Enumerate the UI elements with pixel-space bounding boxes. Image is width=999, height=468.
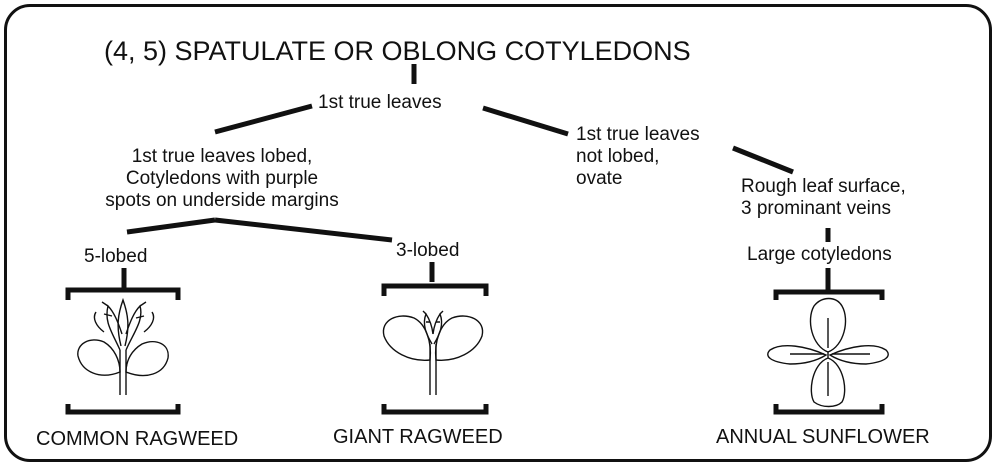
- three-lobed-label: 3-lobed: [396, 240, 459, 262]
- branch-lobed-line-2: Cotyledons with purple: [72, 168, 372, 190]
- common-ragweed-seedling-icon: [78, 300, 168, 395]
- branch-lobed-line-1: 1st true leaves lobed,: [72, 146, 372, 168]
- connector-notlobed-rough: [733, 148, 793, 172]
- connector-lobed-3: [215, 220, 392, 240]
- connector-node-notlobed: [483, 108, 568, 134]
- bracket-bottom-annual-sunflower: [776, 404, 882, 412]
- species-giant-ragweed: GIANT RAGWEED: [333, 426, 503, 448]
- branch-lobed-text: 1st true leaves lobed, Cotyledons with p…: [72, 146, 372, 212]
- species-annual-sunflower: ANNUAL SUNFLOWER: [716, 426, 930, 448]
- branch-lobed-line-3: spots on underside margins: [72, 190, 372, 212]
- bracket-bottom-common-ragweed: [68, 404, 178, 412]
- bracket-bottom-giant-ragweed: [384, 404, 486, 412]
- large-cotyledons-label: Large cotyledons: [747, 244, 892, 266]
- species-common-ragweed: COMMON RAGWEED: [36, 428, 238, 450]
- bracket-top-giant-ragweed: [384, 286, 486, 296]
- giant-ragweed-seedling-icon: [383, 311, 482, 395]
- annual-sunflower-seedling-icon: [768, 299, 888, 407]
- branch-not-lobed-line-2: not lobed,: [576, 146, 700, 168]
- rough-leaf-line-1: Rough leaf surface,: [741, 176, 906, 198]
- node-first-true-leaves: 1st true leaves: [318, 92, 442, 114]
- connector-node-lobed: [215, 106, 312, 132]
- branch-not-lobed-line-3: ovate: [576, 168, 700, 190]
- branch-not-lobed-line-1: 1st true leaves: [576, 124, 700, 146]
- five-lobed-label: 5-lobed: [84, 246, 147, 268]
- rough-leaf-text: Rough leaf surface, 3 prominant veins: [741, 176, 906, 220]
- branch-not-lobed-text: 1st true leaves not lobed, ovate: [576, 124, 700, 190]
- rough-leaf-line-2: 3 prominant veins: [741, 198, 906, 220]
- diagram-title: (4, 5) SPATULATE OR OBLONG COTYLEDONS: [104, 36, 691, 66]
- connector-lobed-5: [127, 220, 215, 232]
